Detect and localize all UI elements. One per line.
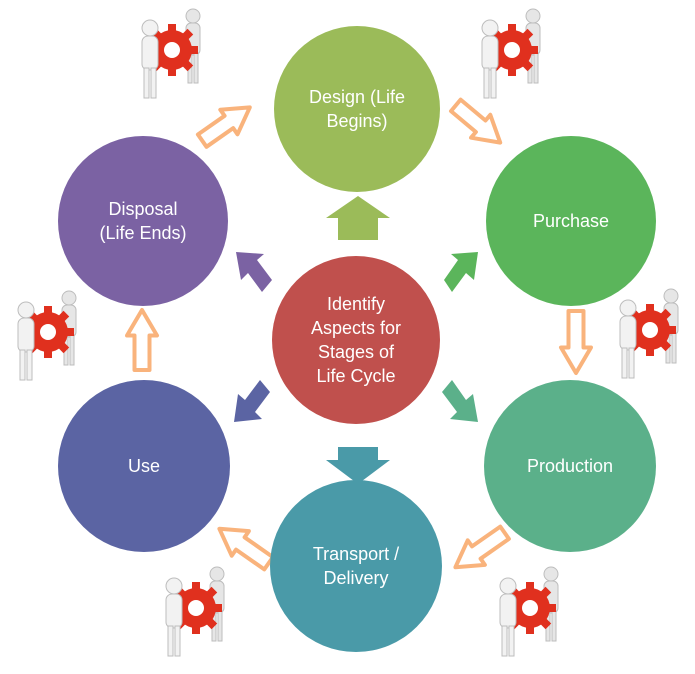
flow-arrow-production-to-transport	[453, 524, 511, 570]
stage-purchase-label: Purchase	[532, 211, 610, 231]
stage-use-label: Use	[127, 456, 160, 476]
people-gear-icon-bottom-right	[499, 566, 559, 657]
arrow-center-to-purchase	[444, 252, 478, 292]
arrow-center-to-disposal	[236, 252, 272, 292]
figures-layer	[17, 8, 679, 657]
arrow-center-to-transport	[326, 447, 390, 484]
stage-purchase: Purchase	[486, 136, 656, 306]
flow-arrow-design-to-purchase	[449, 97, 503, 145]
flow-arrow-disposal-to-design	[195, 105, 252, 149]
arrow-center-to-design	[326, 196, 390, 240]
stage-disposal-label: Disposal (Life Ends)	[99, 199, 187, 243]
people-gear-icon-top-left	[141, 8, 201, 99]
flow-arrow-use-to-disposal	[125, 308, 159, 372]
center-circle: Identify Aspects for Stages of Life Cycl…	[272, 256, 440, 424]
arrow-center-to-use	[234, 380, 270, 422]
stage-production-label: Production	[526, 456, 614, 476]
stage-design-label: Design (Life Begins)	[308, 87, 406, 131]
stage-transport: Transport / Delivery	[270, 480, 442, 652]
flow-arrow-transport-to-use	[217, 526, 275, 572]
stage-transport-label: Transport / Delivery	[312, 544, 400, 588]
people-gear-icon-right	[619, 288, 679, 379]
arrow-center-to-production	[442, 380, 478, 422]
stage-disposal: Disposal (Life Ends)	[58, 136, 228, 306]
center-label: Identify Aspects for Stages of Life Cycl…	[310, 294, 402, 386]
flow-arrows	[125, 97, 593, 572]
people-gear-icon-left	[17, 290, 77, 381]
stage-production: Production	[484, 380, 656, 552]
flow-arrow-purchase-to-production	[559, 309, 593, 375]
stage-use: Use	[58, 380, 230, 552]
people-gear-icon-top-right	[481, 8, 541, 99]
people-gear-icon-bottom-left	[165, 566, 225, 657]
stage-design: Design (Life Begins)	[274, 26, 440, 192]
